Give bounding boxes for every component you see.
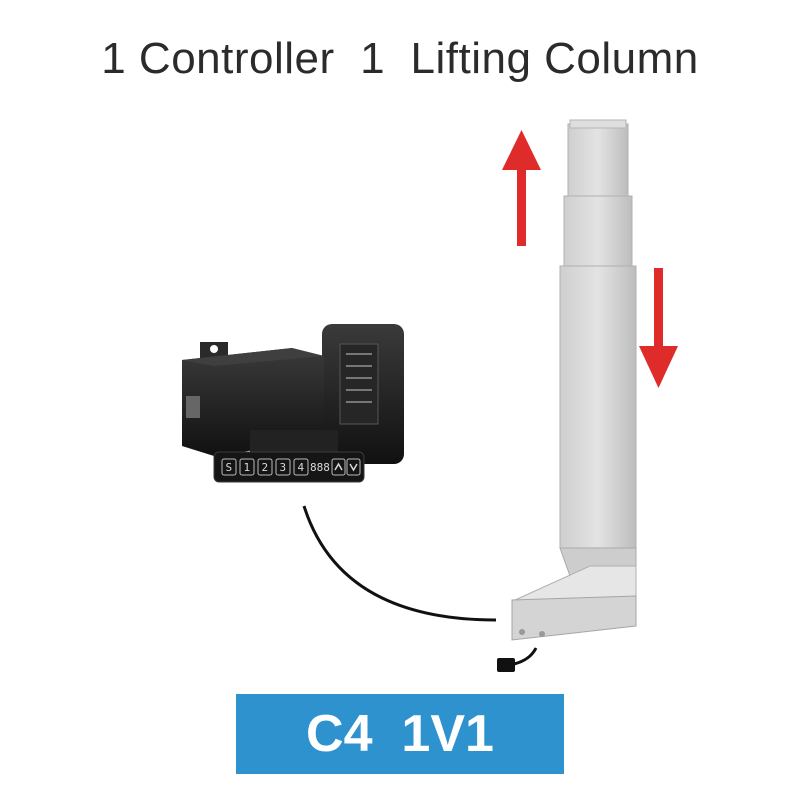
key-4-label: 4	[298, 461, 305, 474]
key-1: 1	[239, 458, 255, 476]
handset-keypad: S 1 2 3 4 888	[213, 451, 365, 483]
key-4: 4	[293, 458, 309, 476]
page-title: 1 Controller 1 Lifting Column	[101, 34, 699, 83]
lifting-column	[511, 119, 637, 641]
key-s: S	[221, 458, 237, 476]
key-3: 3	[275, 458, 291, 476]
key-s-label: S	[226, 461, 233, 474]
down-chevron-icon	[346, 458, 361, 476]
control-cable	[302, 505, 497, 622]
key-2: 2	[257, 458, 273, 476]
model-badge: C4 1V1	[236, 694, 564, 774]
key-3-label: 3	[280, 461, 287, 474]
keypad-display: 888	[310, 461, 330, 474]
up-chevron-icon	[331, 458, 346, 476]
arrow-up-icon	[502, 130, 541, 246]
key-2-label: 2	[262, 461, 269, 474]
control-box	[182, 342, 338, 456]
arrow-down-icon	[639, 268, 678, 388]
connector-plug	[497, 647, 538, 672]
key-1-label: 1	[244, 461, 251, 474]
power-supply	[322, 324, 404, 464]
